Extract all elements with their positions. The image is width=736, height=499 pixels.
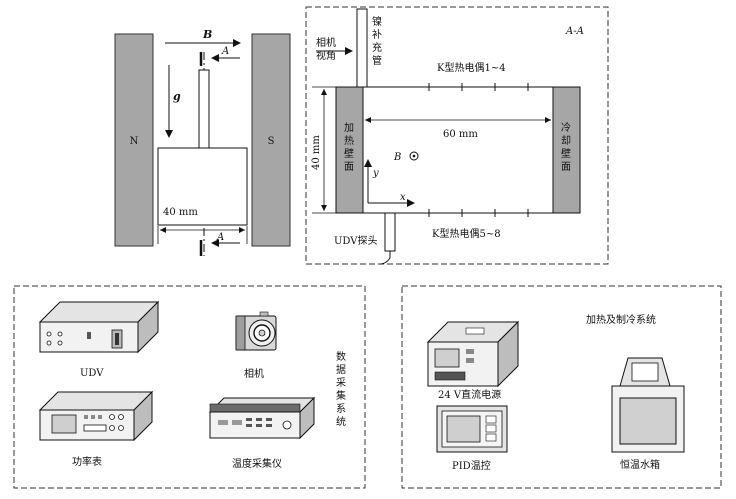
heating-wall: [335, 86, 364, 214]
daq-title-char-1: 数: [336, 350, 346, 363]
gravity-label: g: [173, 90, 181, 103]
daq-title-char-3: 采: [336, 377, 346, 389]
sheath-tube: [356, 8, 368, 88]
section-cavity: [335, 86, 581, 214]
camera-label: 相机: [244, 367, 264, 380]
heating-wall-char-4: 面: [344, 162, 354, 173]
thermal-system-group: 加热及制冷系统 24 V直流电源 PID温控: [401, 285, 722, 489]
north-pole-label: N: [130, 136, 139, 147]
section-label-bottom: A: [216, 232, 224, 243]
thermocouple-ticks-bottom: [428, 209, 529, 217]
width-60-label: 60 mm: [443, 129, 478, 140]
magnet-side-view: N S B A g 40 mm A: [114, 28, 291, 256]
daq-title-char-6: 统: [336, 415, 346, 428]
height-40-label: 40 mm: [311, 135, 322, 170]
section-field-label: B: [393, 152, 401, 163]
udv-probe-cable: [379, 251, 391, 265]
cooling-wall-char-2: 却: [561, 135, 571, 147]
cavity-box: [157, 147, 248, 226]
temp-logger-label: 温度采集仪: [232, 457, 282, 470]
daq-title-char-5: 系: [336, 403, 346, 415]
dc-supply-device: [426, 320, 520, 388]
thermocouple-ticks-top: [428, 83, 529, 91]
y-axis-label: y: [372, 168, 379, 179]
thermal-frame: [401, 285, 722, 489]
pid-controller-device: [436, 405, 508, 453]
udv-probe-label: UDV探头: [334, 234, 378, 247]
thermal-title: 加热及制冷系统: [586, 313, 656, 326]
section-view-title: A-A: [565, 26, 584, 37]
cooling-wall: [552, 86, 581, 214]
camera-view-label-2: 视角: [316, 49, 336, 62]
section-view: A-A 相机 视角 镍 补 充 管 K型热电偶1~4 K型热电偶5~8: [305, 6, 609, 265]
cooling-wall-char-1: 冷: [561, 121, 571, 134]
water-bath-device: [611, 357, 685, 453]
power-meter-label: 功率表: [72, 455, 102, 468]
udv-label: UDV: [80, 368, 104, 379]
south-pole-block: [251, 33, 291, 247]
north-pole-block: [114, 33, 154, 247]
camera-view-label-1: 相机: [316, 36, 336, 49]
sheath-char-4: 管: [372, 54, 382, 67]
south-pole-label: S: [268, 136, 275, 147]
sheath-char-3: 充: [372, 41, 382, 54]
udv-device: [38, 300, 160, 354]
sheath-char-1: 镍: [372, 15, 382, 28]
x-axis-label: x: [400, 192, 406, 203]
field-label: B: [202, 28, 212, 41]
daq-title-char-4: 集: [336, 389, 346, 402]
water-bath-label: 恒温水箱: [620, 458, 660, 471]
udv-probe: [384, 212, 396, 252]
cooling-wall-char-3: 壁: [561, 147, 571, 160]
thermocouple-bottom-label: K型热电偶5~8: [432, 227, 501, 240]
daq-system-group: UDV 相机 功率表: [13, 285, 366, 489]
heating-wall-char-2: 热: [344, 134, 354, 147]
field-out-of-plane-icon: [409, 151, 419, 161]
heating-wall-char-3: 壁: [344, 147, 354, 160]
width-label: 40 mm: [163, 207, 198, 218]
temp-logger-device: [208, 396, 316, 440]
sheath-tube-side: [198, 69, 210, 149]
daq-title-char-2: 据: [336, 363, 346, 376]
camera-device: [235, 311, 277, 351]
power-meter-device: [38, 390, 154, 442]
thermocouple-top-label: K型热电偶1~4: [437, 61, 506, 74]
section-label-top: A: [221, 46, 229, 57]
daq-frame: [13, 285, 366, 489]
heating-wall-char-1: 加: [344, 122, 354, 134]
pid-label: PID温控: [452, 459, 491, 472]
dc-supply-label: 24 V直流电源: [438, 388, 501, 401]
sheath-char-2: 补: [372, 28, 382, 41]
cooling-wall-char-4: 面: [561, 162, 571, 173]
